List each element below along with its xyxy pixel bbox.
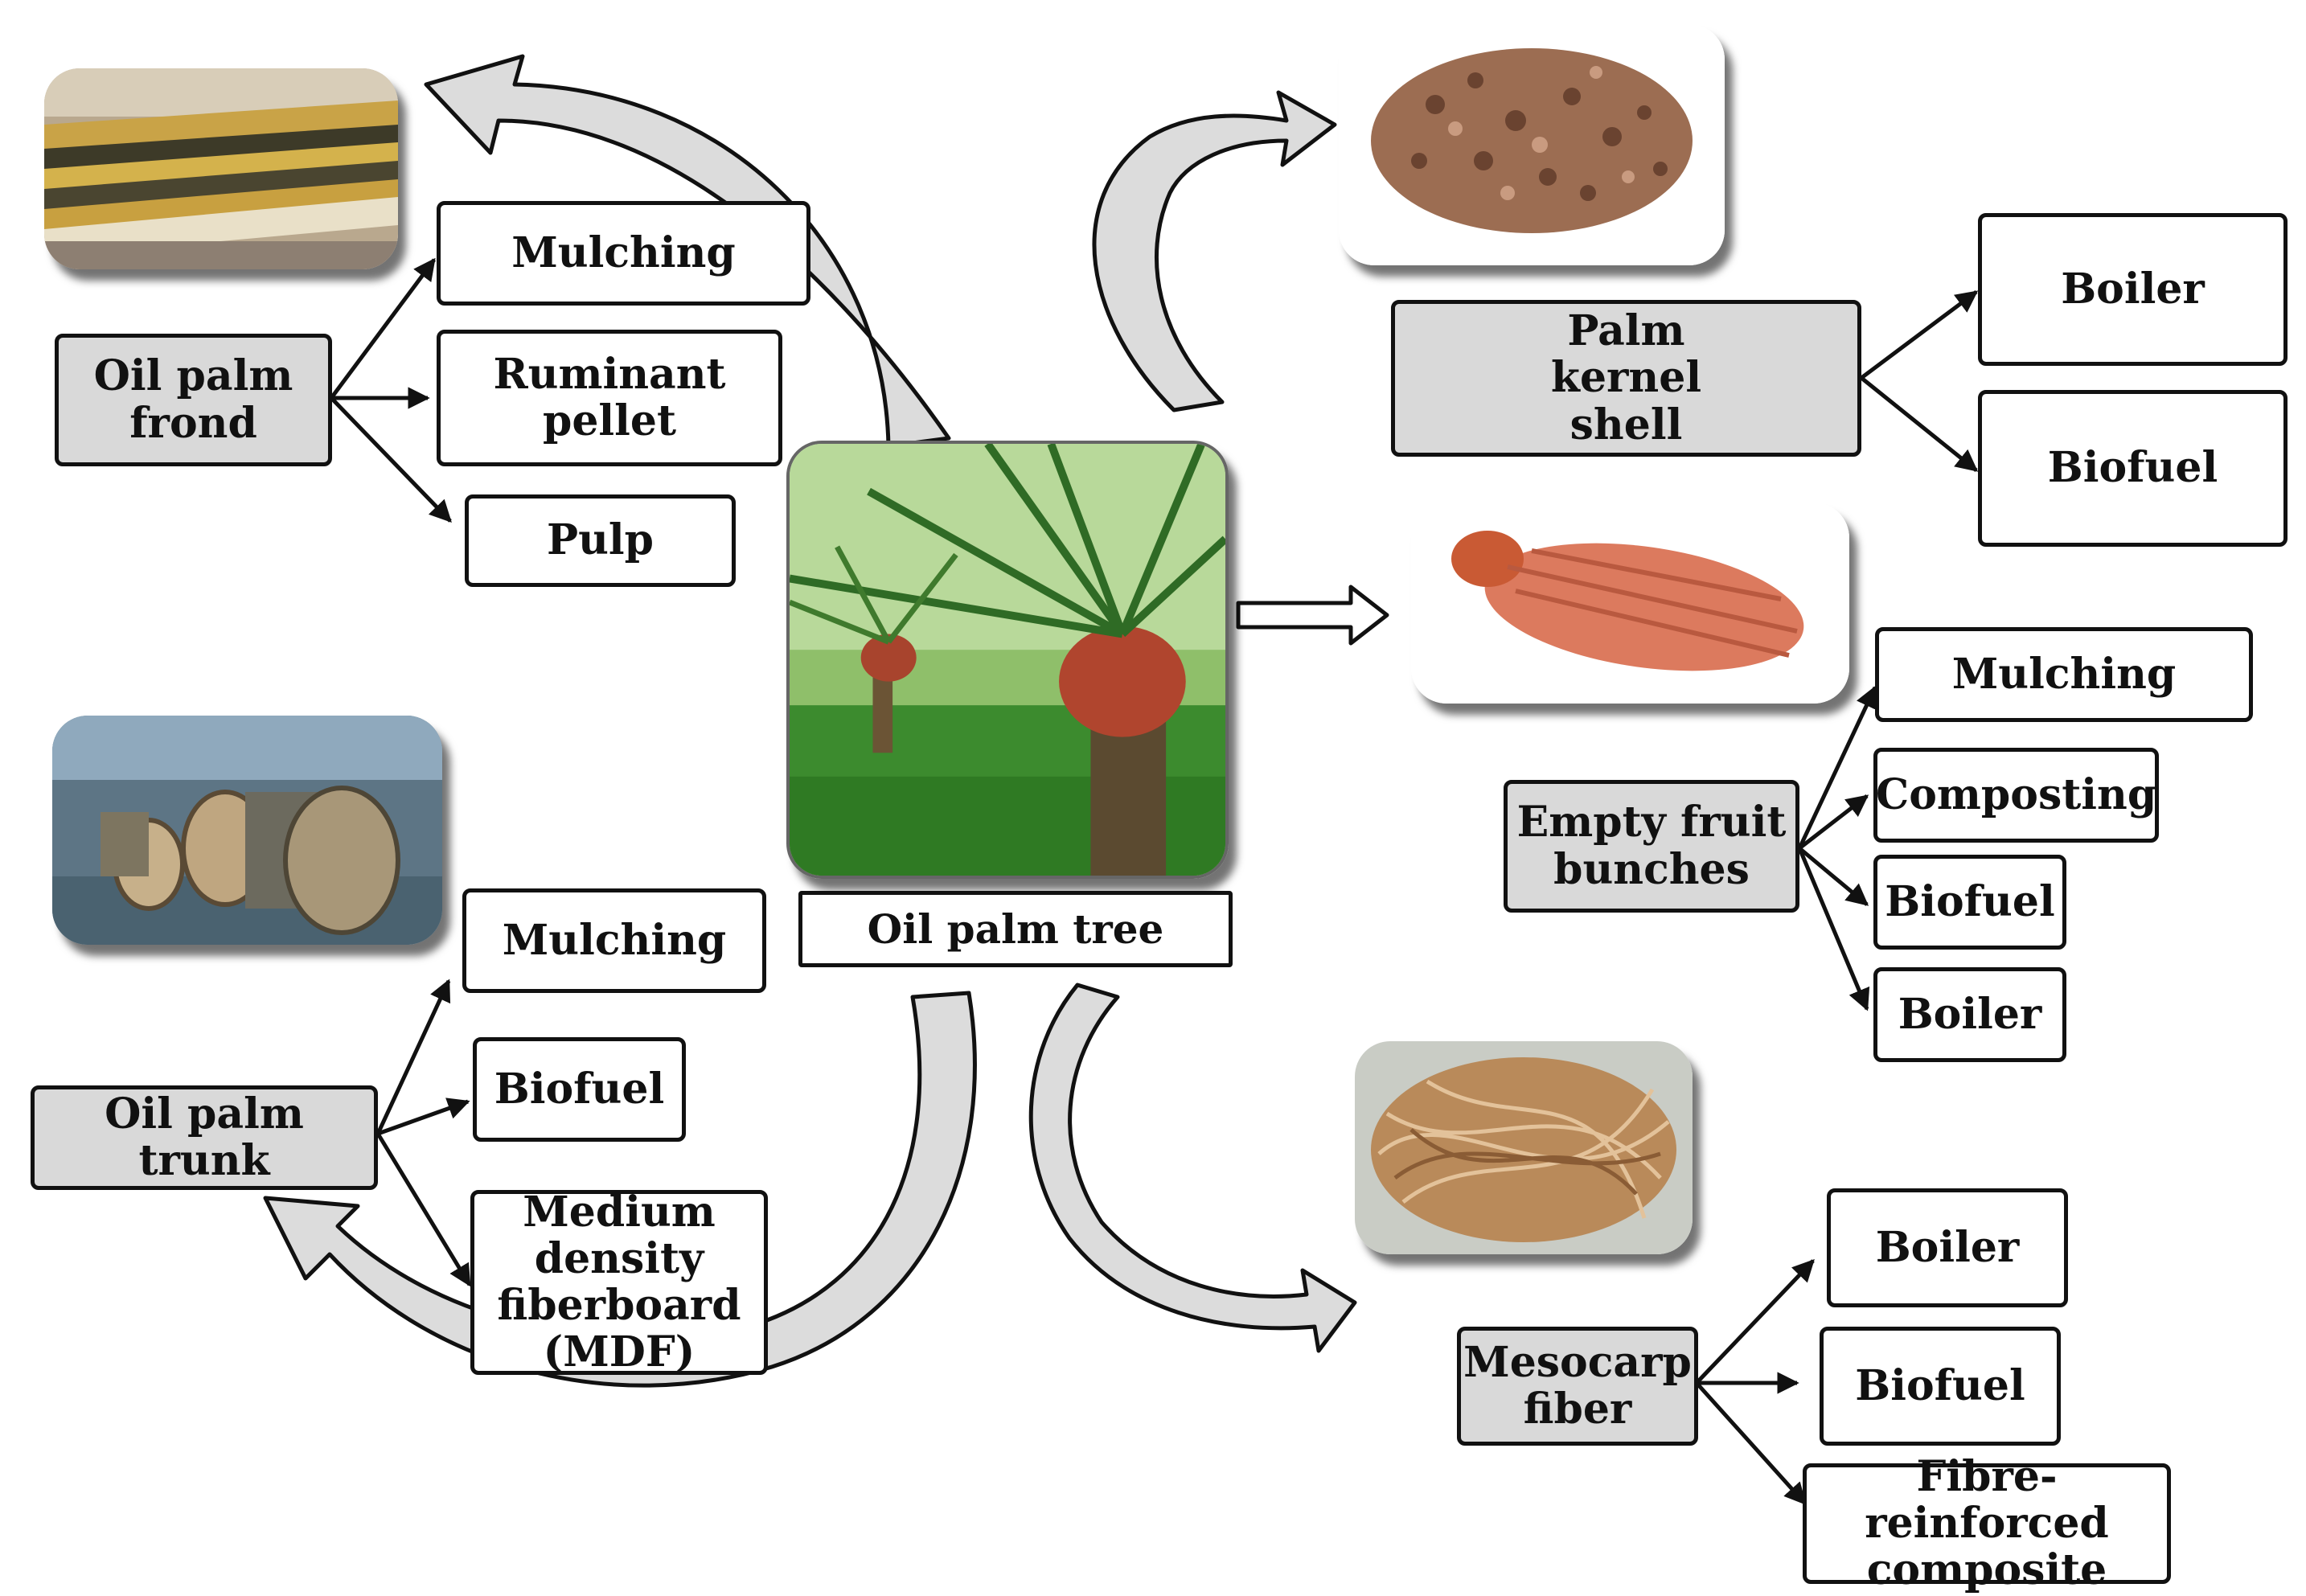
efb-use-composting: Composting xyxy=(1873,748,2159,843)
oil-palm-frond-box: Oil palm frond xyxy=(55,334,332,466)
arrow-to-empty-fruit-bunches xyxy=(1236,585,1389,646)
mesocarp-fiber-photo xyxy=(1355,1041,1693,1254)
connector-shell-boiler xyxy=(1860,289,1979,380)
connector-shell-biofuel xyxy=(1860,376,1979,472)
palm-kernel-shell-box: Palm kernel shell xyxy=(1391,300,1861,457)
connector-efb-boiler xyxy=(1797,847,1870,1011)
mesocarp-fiber-box: Mesocarp fiber xyxy=(1457,1327,1698,1446)
efb-use-biofuel: Biofuel xyxy=(1873,855,2066,950)
frond-use-pulp: Pulp xyxy=(465,494,736,587)
efb-use-boiler: Boiler xyxy=(1873,967,2066,1062)
oil-palm-tree-label: Oil palm tree xyxy=(798,891,1233,967)
curved-arrow-to-trunk xyxy=(263,991,977,1388)
mesocarp-use-boiler: Boiler xyxy=(1827,1188,2068,1307)
connector-efb-biofuel xyxy=(1798,847,1869,906)
frond-use-ruminant-pellet: Ruminant pellet xyxy=(437,330,782,466)
connector-trunk-biofuel xyxy=(377,1098,470,1136)
connector-frond-mulching xyxy=(329,257,437,400)
efb-use-mulching: Mulching xyxy=(1875,627,2253,722)
connector-mesocarp-composite xyxy=(1695,1381,1807,1506)
trunk-use-biofuel: Biofuel xyxy=(473,1037,686,1142)
trunk-photo xyxy=(52,716,442,945)
connector-mesocarp-boiler xyxy=(1695,1259,1815,1385)
curved-arrow-to-frond xyxy=(424,54,951,449)
empty-fruit-bunch-photo xyxy=(1411,503,1849,704)
connector-trunk-mulching xyxy=(375,979,451,1135)
shell-use-biofuel: Biofuel xyxy=(1978,390,2288,547)
connector-efb-composting xyxy=(1798,794,1869,850)
connector-efb-mulching xyxy=(1797,685,1877,850)
mesocarp-use-composite: Fibre-reinforced composite xyxy=(1803,1453,2171,1594)
trunk-use-mulching: Mulching xyxy=(462,888,766,993)
oil-palm-trunk-box: Oil palm trunk xyxy=(31,1085,378,1190)
curved-arrow-to-kernel-shell xyxy=(1092,90,1337,412)
curved-arrow-to-mesocarp-fiber xyxy=(1028,983,1357,1353)
trunk-use-mdf: Medium density fiberboard (MDF) xyxy=(470,1188,768,1376)
frond-use-mulching: Mulching xyxy=(437,201,810,306)
connector-frond-pulp xyxy=(330,396,452,523)
mesocarp-use-biofuel: Biofuel xyxy=(1820,1327,2061,1446)
frond-photo xyxy=(44,68,398,269)
kernel-shell-photo xyxy=(1339,24,1725,265)
palm-tree-photo xyxy=(786,441,1229,879)
shell-use-boiler: Boiler xyxy=(1978,213,2288,366)
connector-trunk-mdf xyxy=(375,1132,472,1287)
empty-fruit-bunches-box: Empty fruit bunches xyxy=(1504,780,1799,913)
